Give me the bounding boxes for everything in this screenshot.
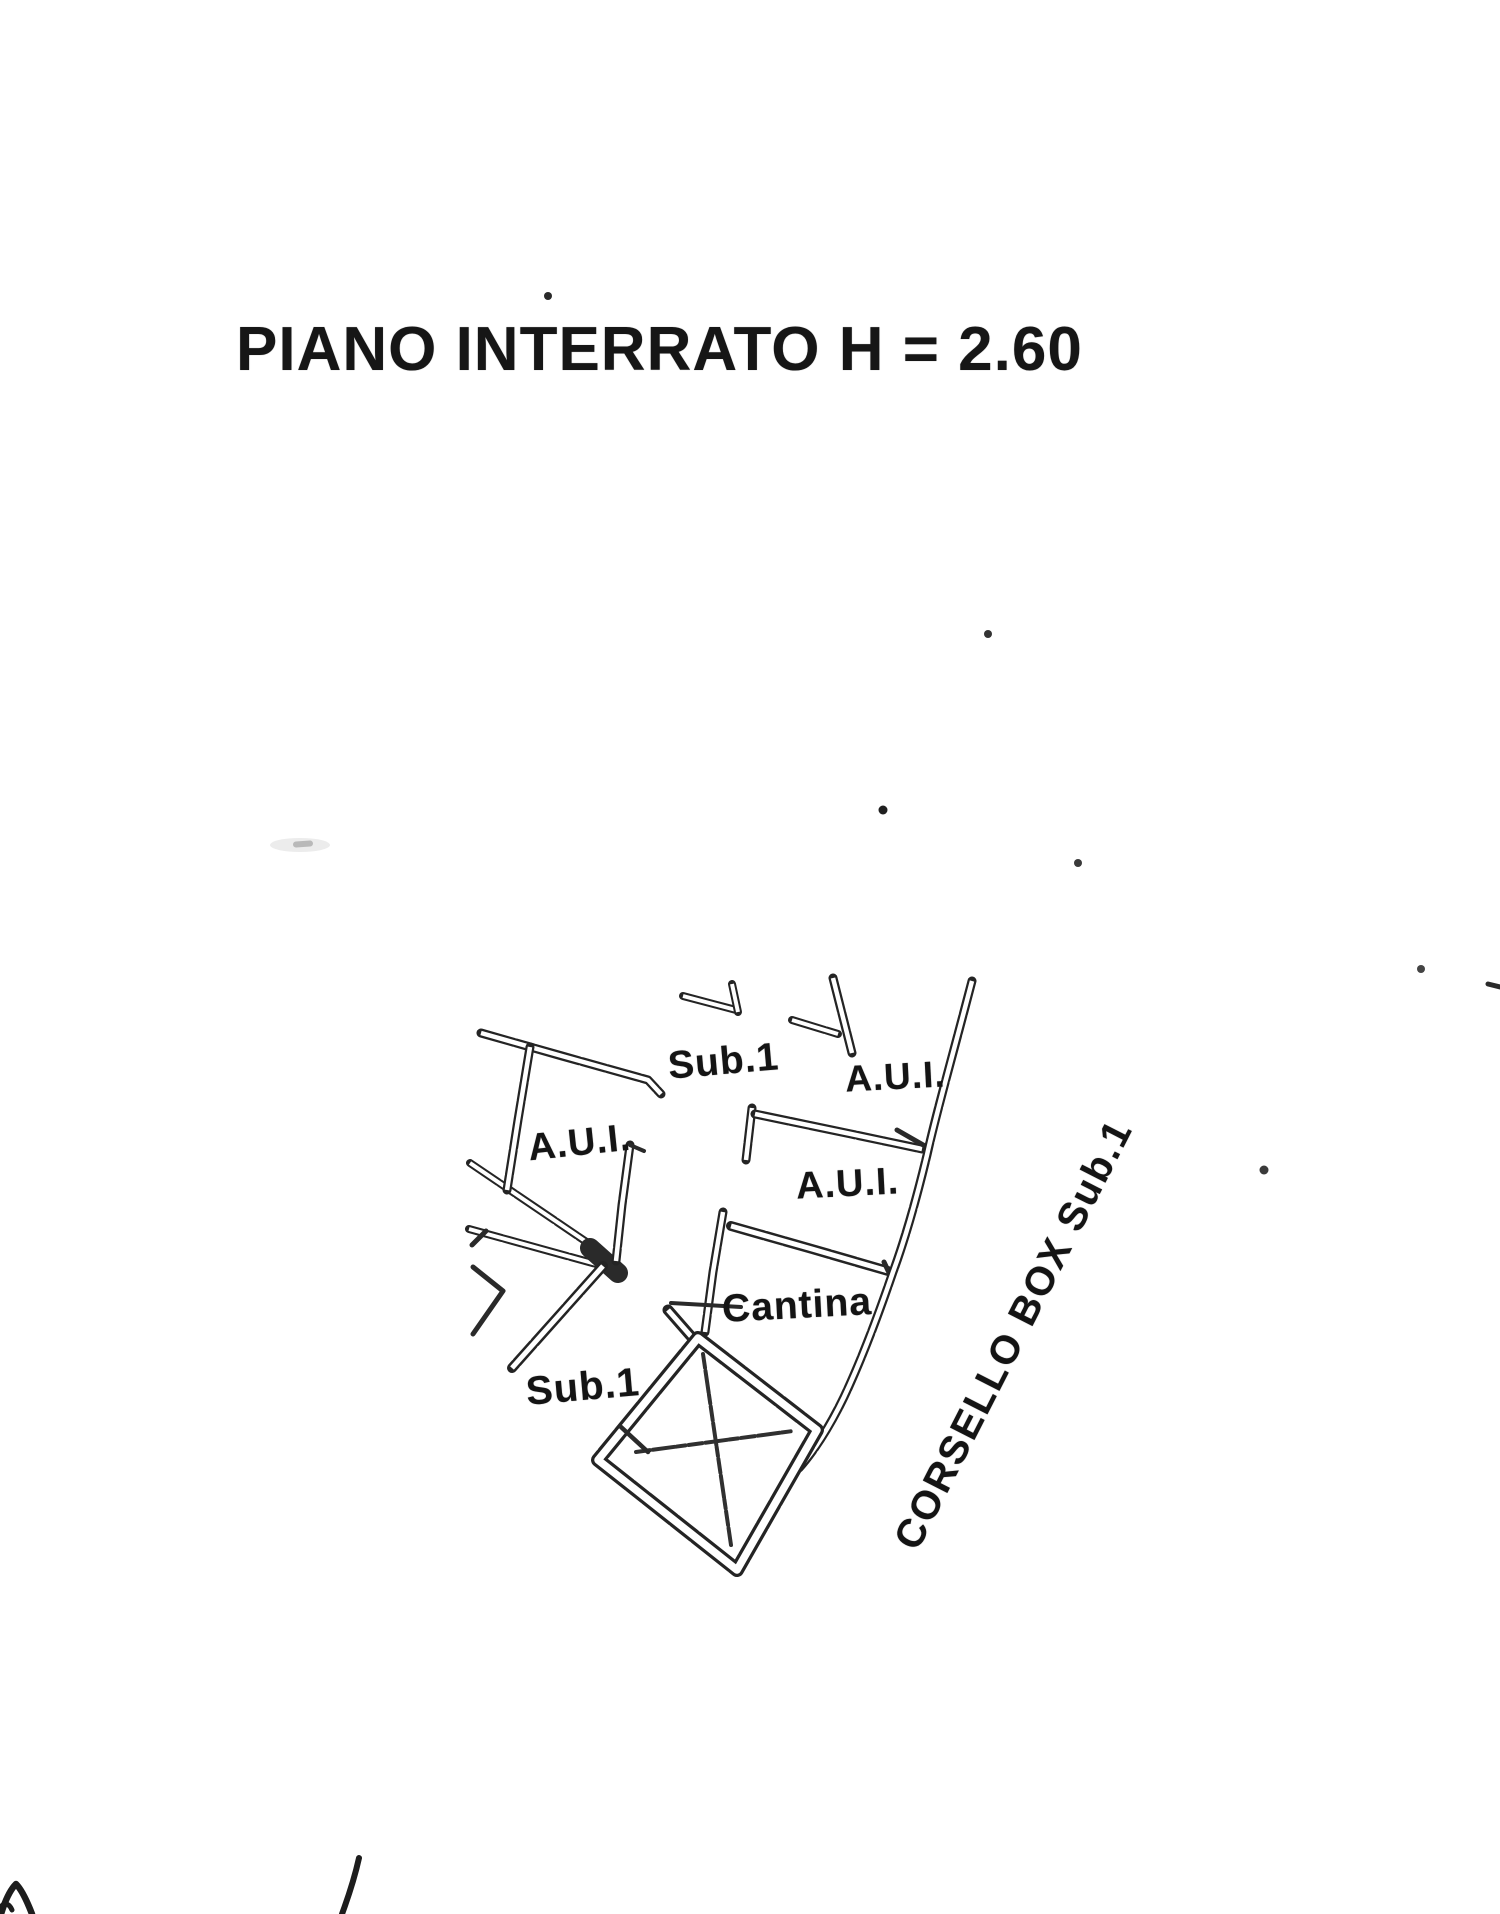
- wall-aui-left-room: [611, 1140, 646, 1266]
- page-title: PIANO INTERRATO H = 2.60: [236, 315, 1083, 384]
- wall-top-left: [476, 1028, 666, 1195]
- scan-smudge: [270, 838, 330, 852]
- wall-stubs-top: [679, 973, 857, 1058]
- wall-aui-divider: [741, 1103, 928, 1165]
- wall-outer-curve: [794, 976, 977, 1473]
- handwriting-marks: [0, 1855, 362, 1914]
- shaft-x-symbol: [701, 1352, 733, 1547]
- door-tick: [669, 1301, 743, 1309]
- shaft-x-symbol: [634, 1429, 795, 1454]
- wall-corner-junction: [580, 1238, 628, 1283]
- room-label-aui-top-right: A.U.I.: [843, 1053, 947, 1100]
- room-label-aui-mid: A.U.I.: [794, 1160, 901, 1208]
- wall-corridor-ramp: [465, 1159, 628, 1283]
- angle-marks: [469, 1228, 506, 1337]
- room-label-cantina: Cantina: [720, 1280, 874, 1331]
- wall-sub1-spur: [507, 1261, 608, 1373]
- scan-specks: [544, 292, 1500, 1175]
- shaft-room-outline: [591, 1304, 824, 1577]
